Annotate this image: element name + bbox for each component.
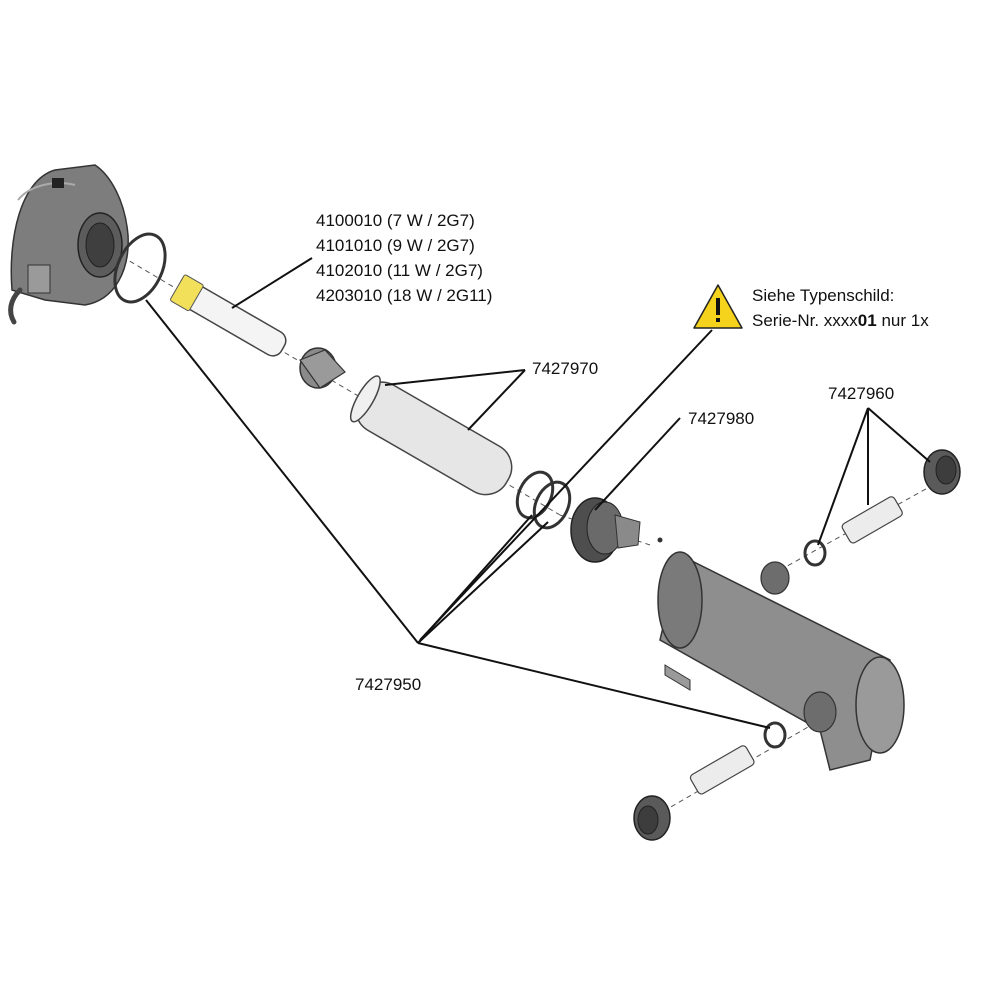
- bayonet-clamp: [570, 497, 663, 563]
- lamp-socket: [299, 347, 346, 389]
- serial-suffix: nur 1x: [876, 311, 929, 330]
- warning-line-2: Serie-Nr. xxxx01 nur 1x: [752, 308, 929, 333]
- clamp-label: 7427980: [688, 409, 755, 428]
- warning-text: Siehe Typenschild: Serie-Nr. xxxx01 nur …: [752, 283, 929, 333]
- main-housing: [657, 551, 905, 771]
- uv-lamp: [170, 274, 287, 357]
- lower-connector-set: [633, 721, 787, 841]
- serial-prefix: Serie-Nr. xxxx: [752, 311, 858, 330]
- lamp-part-2: 4101010 (9 W / 2G7): [316, 236, 475, 255]
- connector-label: 7427960: [828, 384, 895, 403]
- leader-lines: [145, 257, 931, 729]
- lamp-part-3: 4102010 (11 W / 2G7): [316, 261, 483, 280]
- quartz-tube-label: 7427970: [532, 359, 599, 378]
- lamp-part-4: 4203010 (18 W / 2G11): [316, 286, 493, 305]
- seal-label: 7427950: [355, 675, 422, 694]
- lamp-part-1: 4100010 (7 W / 2G7): [316, 211, 475, 230]
- upper-connector-set: [803, 449, 961, 567]
- lamp-part-list: 4100010 (7 W / 2G7) 4101010 (9 W / 2G7) …: [316, 212, 492, 312]
- serial-bold: 01: [857, 311, 877, 330]
- warning-line-1: Siehe Typenschild:: [752, 286, 895, 305]
- quartz-tube: [349, 375, 513, 496]
- o-ring-large: [113, 232, 167, 304]
- warning-icon: [693, 284, 743, 329]
- controller-housing: [8, 164, 129, 325]
